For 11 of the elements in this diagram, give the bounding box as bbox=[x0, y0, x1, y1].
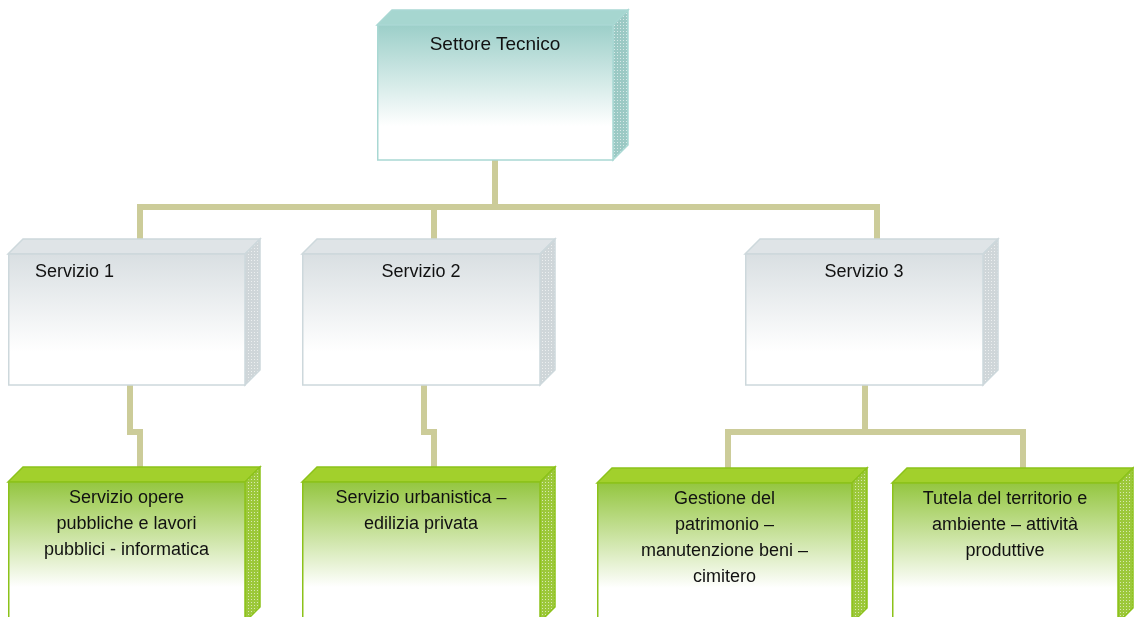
node-text: Servizio 2 bbox=[380, 260, 462, 283]
node-text: Servizio urbanistica – edilizia privata bbox=[334, 486, 508, 535]
connector-line bbox=[421, 385, 437, 467]
connector-line bbox=[862, 385, 1026, 468]
node-text: Tutela del territorio e ambiente – attività produttive bbox=[921, 487, 1089, 562]
node-text: Gestione del patrimonio – manutenzione beni – cimitero bbox=[639, 487, 810, 588]
node-text: Servizio 1 bbox=[35, 260, 116, 283]
title-text: Settore Tecnico bbox=[428, 32, 562, 56]
connector-line bbox=[127, 385, 143, 467]
node-text: Servizio 3 bbox=[823, 260, 905, 283]
node-text: Servizio opere pubbliche e lavori pubblici - informatica bbox=[42, 486, 211, 561]
